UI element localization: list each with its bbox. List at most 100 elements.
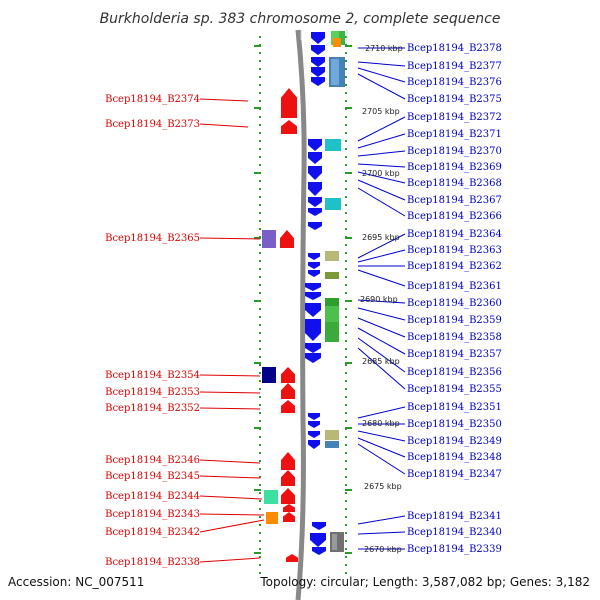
tick-dot xyxy=(259,364,261,366)
right-gene-label: Bcep18194_B2366 xyxy=(407,211,502,222)
tick-dot xyxy=(259,244,261,246)
function-category-box xyxy=(266,512,278,524)
forward-gene-arrow xyxy=(281,383,295,399)
reverse-gene-arrow xyxy=(305,303,321,317)
tick-dot xyxy=(259,36,261,38)
tick-dot xyxy=(259,388,261,390)
label-connector xyxy=(357,233,406,259)
label-connector xyxy=(199,237,261,240)
tick-dot xyxy=(345,132,347,134)
label-connector xyxy=(357,337,406,373)
tick-dot xyxy=(345,220,347,222)
tick-dot xyxy=(259,556,261,558)
tick-dot xyxy=(345,412,347,414)
right-gene-label: Bcep18194_B2367 xyxy=(407,195,502,206)
tick-dot xyxy=(345,572,347,574)
right-gene-label: Bcep18194_B2363 xyxy=(407,245,502,256)
label-connector xyxy=(199,374,261,377)
kbp-label: 2710 kbp xyxy=(365,44,403,53)
left-gene-label: Bcep18194_B2352 xyxy=(105,403,200,414)
right-gene-label: Bcep18194_B2376 xyxy=(407,77,502,88)
tick-major xyxy=(254,107,261,109)
reverse-gene-arrow xyxy=(308,270,320,277)
kbp-label: 2685 kbp xyxy=(362,357,400,366)
tick-dot xyxy=(259,468,261,470)
right-gene-label: Bcep18194_B2356 xyxy=(407,367,502,378)
tick-dot xyxy=(345,492,347,494)
label-connector xyxy=(357,150,406,157)
reverse-gene-arrow xyxy=(308,413,320,420)
tick-dot xyxy=(259,380,261,382)
right-gene-label: Bcep18194_B2350 xyxy=(407,419,502,430)
tick-dot xyxy=(259,228,261,230)
right-gene-label: Bcep18194_B2378 xyxy=(407,43,502,54)
label-connector xyxy=(357,317,406,338)
kbp-label: 2690 kbp xyxy=(360,295,398,304)
tick-major xyxy=(254,362,261,364)
tick-dot xyxy=(345,420,347,422)
right-gene-label: Bcep18194_B2362 xyxy=(407,261,502,272)
right-gene-label: Bcep18194_B2368 xyxy=(407,178,502,189)
tick-dot xyxy=(259,188,261,190)
label-connector xyxy=(357,406,406,419)
label-connector xyxy=(357,515,406,525)
label-connector xyxy=(199,391,261,394)
label-connector xyxy=(199,475,261,479)
right-gene-label: Bcep18194_B2364 xyxy=(407,229,502,240)
label-connector xyxy=(357,443,406,475)
right-gene-labels: Bcep18194_B2378Bcep18194_B2377Bcep18194_… xyxy=(407,43,502,555)
tick-dot xyxy=(259,324,261,326)
right-gene-label: Bcep18194_B2347 xyxy=(407,469,502,480)
tick-dot xyxy=(345,84,347,86)
tick-dot xyxy=(345,60,347,62)
tick-dot xyxy=(345,284,347,286)
right-gene-label: Bcep18194_B2358 xyxy=(407,332,502,343)
reverse-gene-arrow xyxy=(308,440,320,449)
tick-dot xyxy=(259,532,261,534)
tick-major xyxy=(254,300,261,302)
tick-dot xyxy=(259,404,261,406)
label-connector xyxy=(199,495,263,500)
left-gene-label: Bcep18194_B2345 xyxy=(105,471,200,482)
tick-dot xyxy=(345,564,347,566)
function-category-box xyxy=(331,59,339,85)
tick-dot xyxy=(259,148,261,150)
tick-major xyxy=(345,552,352,554)
tick-major xyxy=(345,427,352,429)
tick-dot xyxy=(345,292,347,294)
tick-dot xyxy=(345,124,347,126)
function-category-box xyxy=(325,430,339,440)
tick-dot xyxy=(345,140,347,142)
tick-dot xyxy=(259,332,261,334)
right-gene-label: Bcep18194_B2375 xyxy=(407,94,502,105)
tick-major xyxy=(254,237,261,239)
tick-major xyxy=(254,489,261,491)
tick-dot xyxy=(345,524,347,526)
tick-dot xyxy=(345,548,347,550)
right-gene-label: Bcep18194_B2371 xyxy=(407,129,502,140)
tick-dot xyxy=(259,196,261,198)
tick-dot xyxy=(345,244,347,246)
tick-dot xyxy=(345,436,347,438)
tick-dot xyxy=(345,348,347,350)
tick-dot xyxy=(259,476,261,478)
tick-major xyxy=(345,107,352,109)
tick-dot xyxy=(259,180,261,182)
tick-dot xyxy=(259,52,261,54)
reverse-gene-arrow xyxy=(311,77,325,86)
tick-dot xyxy=(345,540,347,542)
right-gene-label: Bcep18194_B2357 xyxy=(407,349,502,360)
tick-dot xyxy=(345,396,347,398)
tick-dot xyxy=(345,148,347,150)
tick-dot xyxy=(259,140,261,142)
tick-major xyxy=(254,172,261,174)
tick-dot xyxy=(345,388,347,390)
kbp-label: 2670 kbp xyxy=(364,545,402,554)
tick-dot xyxy=(259,84,261,86)
tick-dot xyxy=(259,548,261,550)
label-connector xyxy=(199,557,261,563)
tick-dot xyxy=(345,316,347,318)
tick-dot xyxy=(345,372,347,374)
label-connectors xyxy=(199,47,406,563)
forward-gene-arrow xyxy=(280,230,294,248)
